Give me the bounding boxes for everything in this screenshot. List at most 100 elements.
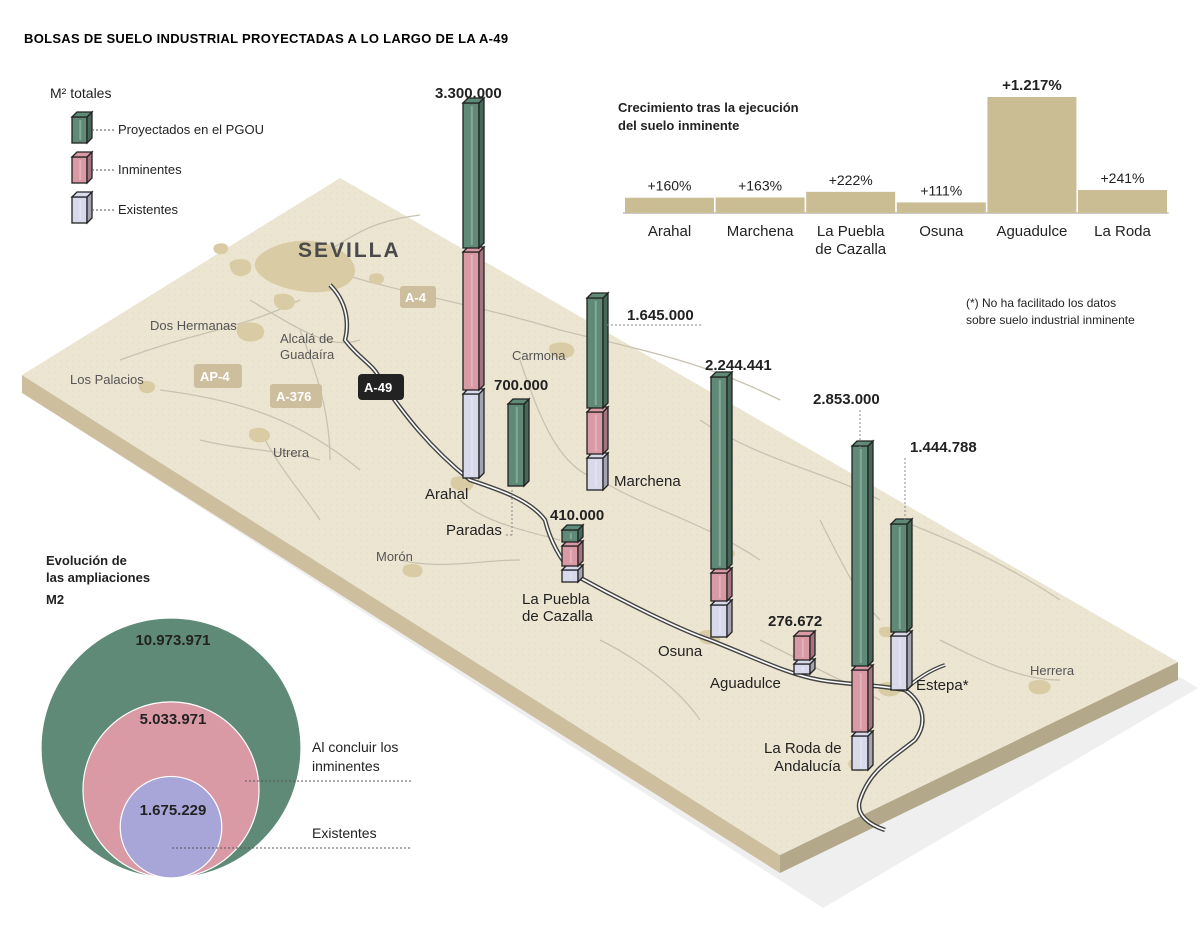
callout-imminent-1: Al concluir los [312, 739, 398, 755]
growth-note-1: (*) No ha facilitado los datos [966, 296, 1116, 310]
evolution-value-label: 1.675.229 [140, 802, 207, 819]
evolution-heading-2: las ampliaciones [46, 570, 150, 585]
evolution-heading-1: Evolución de [46, 553, 127, 568]
growth-category-label: Osuna [919, 223, 964, 240]
growth-bar [806, 191, 896, 213]
tower-segment-projected [560, 523, 585, 544]
growth-category-label: La Roda [1094, 223, 1151, 240]
place-label-utrera: Utrera [273, 445, 310, 460]
tower-segment-existing [889, 629, 914, 692]
tower-segment-imminent [461, 245, 486, 392]
legend-label: Inminentes [118, 162, 182, 177]
road-tag-ap4: AP-4 [194, 364, 242, 388]
tower-labels: 3.300.000 700.000 1.645.000 410.000 2.24… [435, 85, 977, 630]
evolution-chart: Evolución de las ampliaciones M2 10.973.… [40, 553, 412, 879]
place-label-los-palacios: Los Palacios [70, 372, 144, 387]
tower-segment-existing [585, 451, 610, 492]
tower-segment-projected [850, 439, 875, 668]
growth-chart: Crecimiento tras la ejecución del suelo … [618, 77, 1169, 327]
growth-bar [896, 202, 986, 213]
tower-segment-projected [709, 370, 734, 571]
evolution-value-label: 5.033.971 [140, 711, 207, 728]
tower-value-osuna: 2.244.441 [705, 357, 772, 374]
svg-text:A-376: A-376 [276, 389, 311, 404]
legend-swatch [70, 110, 94, 145]
main-title: BOLSAS DE SUELO INDUSTRIAL PROYECTADAS A… [24, 31, 508, 46]
growth-bar [625, 197, 714, 213]
growth-heading-1: Crecimiento tras la ejecución [618, 100, 799, 115]
evolution-unit: M2 [46, 592, 64, 607]
growth-value-label: +222% [829, 172, 873, 188]
tower-2 [506, 397, 531, 488]
tower-8 [889, 517, 914, 692]
tower-segment-projected [889, 517, 914, 634]
tower-segment-imminent [792, 629, 817, 662]
tower-value-puebla: 410.000 [550, 507, 604, 524]
tower-segment-existing [461, 387, 486, 480]
legend-item: Inminentes [70, 150, 182, 185]
growth-category-label: de Cazalla [815, 241, 887, 258]
place-label-alcala: Alcalá de Guadaíra [280, 331, 337, 362]
legend: M² totales Proyectados en el PGOU Inminen… [50, 85, 264, 225]
tower-segment-imminent [850, 663, 875, 734]
svg-text:AP-4: AP-4 [200, 369, 230, 384]
callout-existing: Existentes [312, 825, 377, 841]
town-label-marchena: Marchena [614, 473, 681, 490]
growth-bar [715, 197, 805, 213]
town-label-laroda: La Roda de Andalucía [764, 740, 846, 775]
svg-text:A-49: A-49 [364, 380, 392, 395]
tower-5 [709, 370, 734, 639]
tower-segment-projected [506, 397, 531, 488]
town-label-paradas: Paradas [446, 522, 502, 539]
evolution-circle [119, 775, 223, 879]
growth-value-label: +241% [1101, 170, 1145, 186]
place-label-carmona: Carmona [512, 348, 566, 363]
growth-heading-2: del suelo inminente [618, 118, 739, 133]
tower-1 [461, 96, 486, 480]
tower-segment-projected [585, 291, 610, 410]
tower-4 [560, 523, 585, 584]
growth-note-2: sobre suelo industrial inminente [966, 313, 1135, 327]
place-label-moron: Morón [376, 549, 413, 564]
callout-imminent-2: inminentes [312, 758, 380, 774]
tower-segment-imminent [560, 539, 585, 568]
town-label-puebla: La Puebla de Cazalla [522, 591, 594, 625]
tower-7 [850, 439, 875, 772]
map-right-edge [780, 662, 1178, 873]
svg-text:A-4: A-4 [405, 290, 427, 305]
town-label-estepa: Estepa* [916, 677, 969, 694]
tower-value-arahal: 3.300.000 [435, 85, 502, 102]
growth-value-label: +111% [920, 182, 962, 198]
evolution-value-label: 10.973.971 [135, 632, 210, 649]
growth-category-label: La Puebla [817, 223, 885, 240]
tower-3 [585, 291, 610, 492]
tower-value-estepa: 1.444.788 [910, 439, 977, 456]
tower-value-paradas: 700.000 [494, 377, 548, 394]
towers [461, 96, 914, 772]
legend-swatch [70, 190, 94, 225]
town-label-aguadulce: Aguadulce [710, 675, 781, 692]
tower-segment-existing [709, 598, 734, 639]
place-label-dos-hermanas: Dos Hermanas [150, 318, 237, 333]
legend-swatch [70, 150, 94, 185]
road-tag-a4: A-4 [400, 286, 436, 308]
town-label-arahal: Arahal [425, 486, 468, 503]
growth-category-label: Aguadulce [996, 223, 1067, 240]
growth-value-label: +163% [738, 177, 782, 193]
tower-segment-existing [792, 657, 817, 676]
tower-segment-existing [560, 563, 585, 584]
growth-bar [1078, 190, 1167, 213]
legend-heading: M² totales [50, 85, 111, 101]
tower-value-aguadulce: 276.672 [768, 613, 822, 630]
tower-town-labels: Arahal Paradas Marchena La Puebla de Caz… [425, 473, 969, 775]
tower-value-laroda: 2.853.000 [813, 391, 880, 408]
tower-value-marchena: 1.645.000 [627, 307, 694, 324]
legend-label: Existentes [118, 202, 178, 217]
legend-label: Proyectados en el PGOU [118, 122, 264, 137]
town-label-osuna: Osuna [658, 643, 703, 660]
tower-segment-projected [461, 96, 486, 250]
road-tag-a376: A-376 [270, 384, 322, 408]
place-label-herrera: Herrera [1030, 663, 1075, 678]
tower-6 [792, 629, 817, 676]
